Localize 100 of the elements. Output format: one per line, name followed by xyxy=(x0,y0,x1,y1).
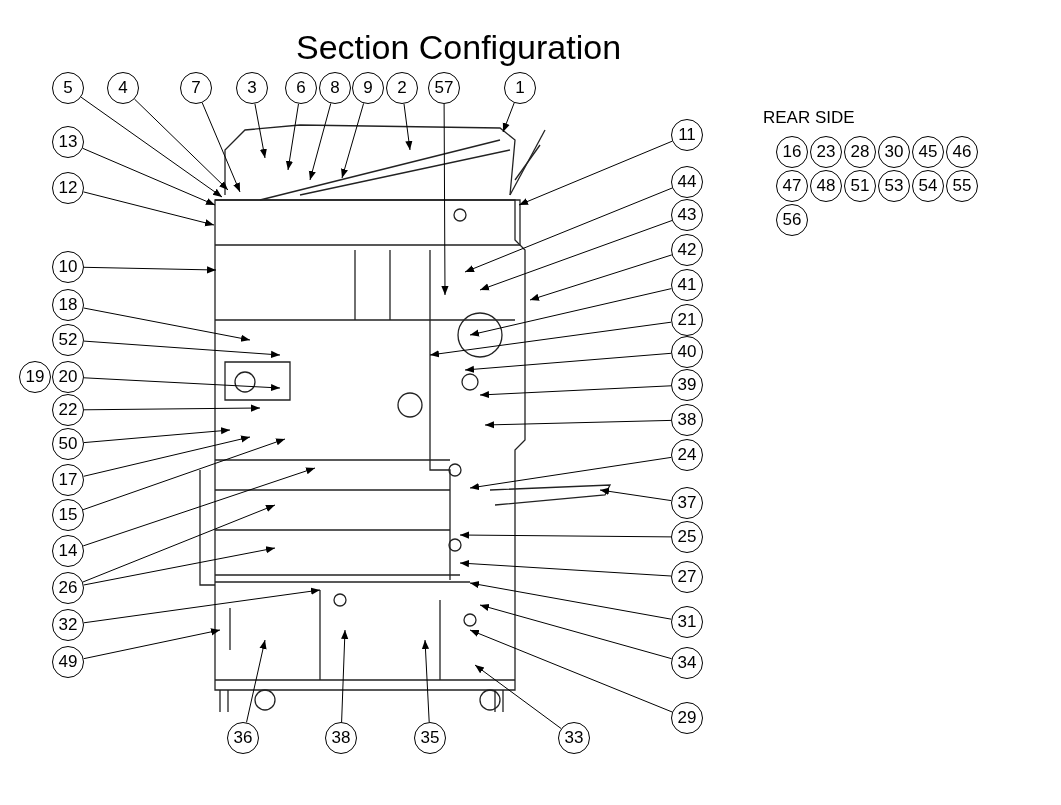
leader-line xyxy=(83,191,215,227)
leader-line xyxy=(285,103,299,171)
callout-number: 14 xyxy=(52,535,84,567)
leader-line xyxy=(464,352,672,373)
leader-line xyxy=(479,603,673,660)
callout-number: 51 xyxy=(844,170,876,202)
callout-number: 10 xyxy=(52,251,84,283)
leader-line xyxy=(83,435,251,477)
leader-line xyxy=(308,102,332,181)
leader-line xyxy=(83,546,276,586)
leader-line xyxy=(254,103,267,159)
callout-number: 13 xyxy=(52,126,84,158)
leader-line xyxy=(459,531,672,539)
leader-line xyxy=(83,427,231,444)
callout-number: 52 xyxy=(52,324,84,356)
callout-number: 49 xyxy=(52,646,84,678)
leader-line xyxy=(83,340,281,358)
leader-line xyxy=(82,504,276,583)
leader-line xyxy=(464,187,673,273)
leader-line xyxy=(599,487,672,502)
callout-number: 57 xyxy=(428,72,460,104)
callout-number: 21 xyxy=(671,304,703,336)
callout-number: 55 xyxy=(946,170,978,202)
diagram-title: Section Configuration xyxy=(294,28,623,67)
callout-number: 19 xyxy=(19,361,51,393)
callout-number: 22 xyxy=(52,394,84,426)
callout-number: 11 xyxy=(671,119,703,151)
leader-line xyxy=(341,102,365,179)
callout-number: 42 xyxy=(671,234,703,266)
callout-number: 2 xyxy=(386,72,418,104)
leader-line xyxy=(83,266,217,274)
leader-line xyxy=(83,307,251,342)
leader-line xyxy=(529,254,673,301)
callout-number: 30 xyxy=(878,136,910,168)
leader-line xyxy=(479,220,673,291)
leader-line xyxy=(80,96,223,198)
callout-number: 33 xyxy=(558,722,590,754)
callout-number: 3 xyxy=(236,72,268,104)
leader-line xyxy=(83,628,221,660)
callout-number: 27 xyxy=(671,561,703,593)
leader-line xyxy=(469,456,672,491)
callout-number: 18 xyxy=(52,289,84,321)
callout-number: 43 xyxy=(671,199,703,231)
callout-number: 50 xyxy=(52,428,84,460)
leader-line xyxy=(421,639,430,723)
callout-number: 40 xyxy=(671,336,703,368)
leader-line xyxy=(459,559,672,577)
callout-number: 45 xyxy=(912,136,944,168)
section-heading: REAR SIDE xyxy=(763,108,855,128)
callout-number: 6 xyxy=(285,72,317,104)
leader-line xyxy=(469,288,672,337)
leader-line xyxy=(341,629,349,723)
callout-number: 54 xyxy=(912,170,944,202)
callout-number: 37 xyxy=(671,487,703,519)
leader-line xyxy=(441,103,449,296)
leader-line xyxy=(83,587,321,624)
leader-line xyxy=(82,467,316,547)
callout-number: 23 xyxy=(810,136,842,168)
callout-number: 9 xyxy=(352,72,384,104)
callout-number: 53 xyxy=(878,170,910,202)
callout-number: 36 xyxy=(227,722,259,754)
callout-number: 12 xyxy=(52,172,84,204)
callout-number: 56 xyxy=(776,204,808,236)
callout-number: 20 xyxy=(52,361,84,393)
callout-number: 38 xyxy=(325,722,357,754)
callout-number: 46 xyxy=(946,136,978,168)
callout-number: 31 xyxy=(671,606,703,638)
leader-line xyxy=(403,103,413,151)
callout-number: 4 xyxy=(107,72,139,104)
leader-line xyxy=(502,102,515,133)
leader-line xyxy=(83,404,261,412)
leader-line xyxy=(484,419,672,429)
leader-line xyxy=(246,639,267,723)
callout-number: 29 xyxy=(671,702,703,734)
callout-number: 17 xyxy=(52,464,84,496)
leader-line xyxy=(469,629,673,713)
callout-number: 38 xyxy=(671,404,703,436)
callout-number: 26 xyxy=(52,572,84,604)
callout-number: 25 xyxy=(671,521,703,553)
callout-number: 39 xyxy=(671,369,703,401)
leader-line xyxy=(474,664,562,729)
callout-number: 1 xyxy=(504,72,536,104)
leader-line xyxy=(429,321,672,358)
callout-number: 16 xyxy=(776,136,808,168)
callout-number: 35 xyxy=(414,722,446,754)
callout-number: 24 xyxy=(671,439,703,471)
callout-number: 48 xyxy=(810,170,842,202)
leader-line xyxy=(134,98,229,191)
callout-number: 8 xyxy=(319,72,351,104)
callout-number: 28 xyxy=(844,136,876,168)
leader-line xyxy=(82,438,286,511)
leader-line xyxy=(82,147,216,206)
leader-line xyxy=(469,581,672,620)
callout-number: 15 xyxy=(52,499,84,531)
callout-number: 32 xyxy=(52,609,84,641)
leader-line xyxy=(83,377,281,392)
callout-number: 41 xyxy=(671,269,703,301)
leader-line xyxy=(479,385,672,399)
callout-number: 44 xyxy=(671,166,703,198)
callout-number: 47 xyxy=(776,170,808,202)
